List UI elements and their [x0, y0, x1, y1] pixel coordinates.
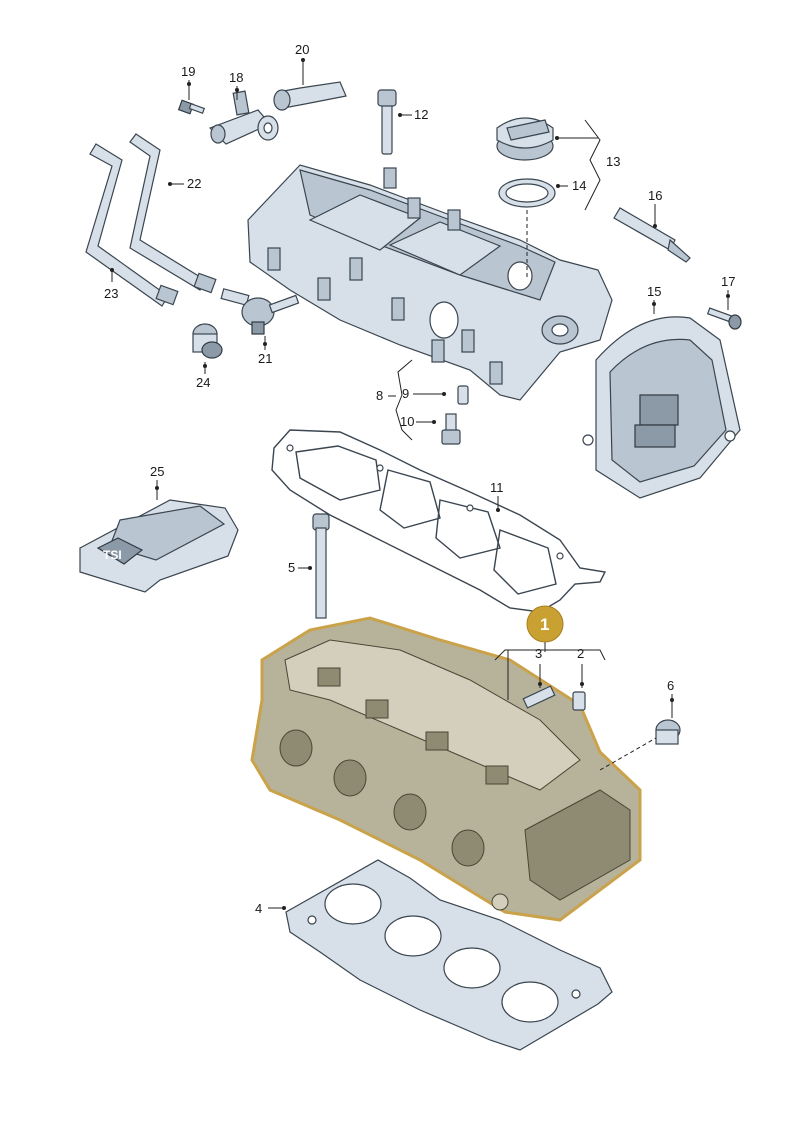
callout-19: 19 [181, 64, 195, 79]
part-19-bolt[interactable] [177, 99, 206, 115]
part-10-bolt[interactable] [441, 413, 461, 445]
part-5-bolt[interactable] [312, 513, 330, 619]
engine-cover-logo: TSI [103, 548, 122, 562]
callout-18: 18 [229, 70, 243, 85]
callout-4: 4 [255, 901, 262, 916]
callout-8: 8 [376, 388, 383, 403]
part-17-screw[interactable] [706, 307, 742, 330]
callout-10: 10 [400, 414, 414, 429]
valve-cover-housing[interactable] [247, 164, 613, 401]
part-2-sleeve[interactable] [572, 691, 586, 711]
callout-20: 20 [295, 42, 309, 57]
callout-12: 12 [414, 107, 428, 122]
callout-25: 25 [150, 464, 164, 479]
callout-5: 5 [288, 560, 295, 575]
part-15-cover[interactable] [582, 316, 741, 499]
callout-23: 23 [104, 286, 118, 301]
part-14-seal[interactable] [498, 178, 556, 208]
callout-24: 24 [196, 375, 210, 390]
callout-3: 3 [535, 646, 542, 661]
part-6-plug[interactable] [655, 719, 681, 745]
part-16-sealant[interactable] [613, 207, 691, 263]
callout-1: 1 [540, 615, 549, 634]
part-25-engine-cover[interactable]: TSI [79, 499, 239, 593]
part-20-hose[interactable] [273, 81, 347, 111]
callout-14: 14 [572, 178, 586, 193]
part-3-pin[interactable] [522, 685, 556, 709]
callout-17: 17 [721, 274, 735, 289]
callout-1-badge[interactable]: 1 [526, 605, 564, 652]
callout-13: 13 [606, 154, 620, 169]
part-13-filler-cap[interactable] [496, 117, 554, 161]
callout-15: 15 [647, 284, 661, 299]
callout-2: 2 [577, 646, 584, 661]
callout-6: 6 [667, 678, 674, 693]
part-12-bolt[interactable] [377, 89, 397, 155]
part-22-tube[interactable] [129, 133, 217, 294]
part-18-connector[interactable] [208, 90, 279, 145]
part-9-pin[interactable] [457, 385, 469, 405]
part-24-plug[interactable] [192, 323, 223, 359]
part-23-tube[interactable] [85, 143, 179, 307]
part-21-valve[interactable] [220, 288, 300, 335]
callout-9: 9 [402, 386, 409, 401]
callout-22: 22 [187, 176, 201, 191]
part-1-cylinder-head[interactable] [250, 616, 642, 922]
part-4-head-gasket[interactable] [285, 859, 613, 1051]
callout-21: 21 [258, 351, 272, 366]
part-11-gasket[interactable] [271, 429, 607, 613]
callout-16: 16 [648, 188, 662, 203]
callout-11: 11 [490, 480, 504, 495]
